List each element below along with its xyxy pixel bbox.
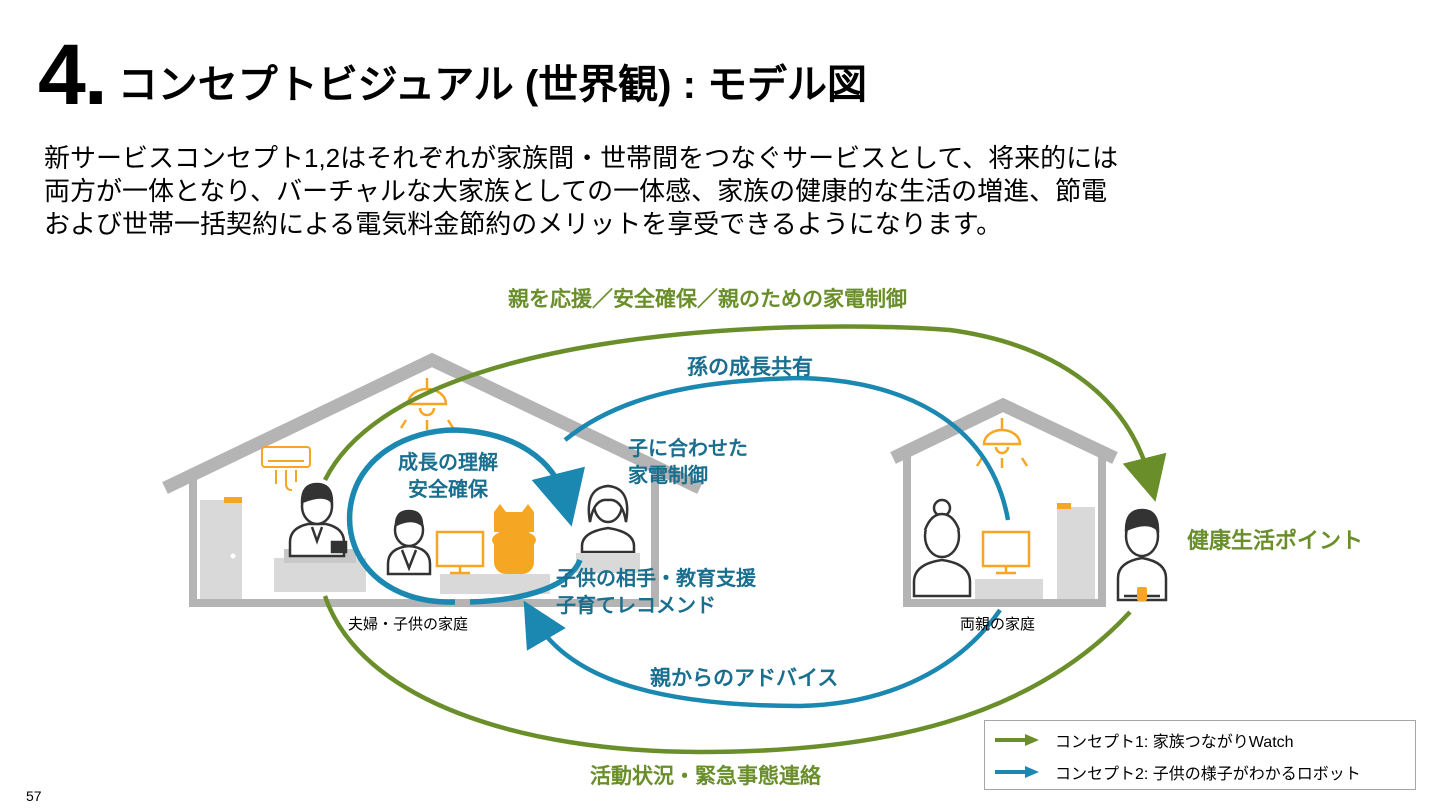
child-support-line: 子供の相手・教育支援 bbox=[556, 568, 756, 590]
child-support-line: 子育てレコメンド bbox=[556, 595, 716, 617]
legend-item-concept1: コンセプト1: 家族つながりWatch bbox=[995, 728, 1294, 752]
ceiling-lamp-icon bbox=[975, 418, 1029, 468]
concept1-arrow-bottom bbox=[322, 595, 1132, 755]
intro-paragraph: 新サービスコンセプト1,2はそれぞれが家族間・世帯間をつなぐサービスとして、将来… bbox=[44, 142, 1118, 241]
appliance-control-line: 家電制御 bbox=[628, 465, 708, 487]
ceiling-lamp-icon bbox=[399, 378, 455, 430]
father-icon bbox=[288, 482, 348, 558]
right-house bbox=[890, 397, 1118, 607]
green-arrow-icon bbox=[995, 734, 1039, 746]
appliance-control-label: 子に合わせた 家電制御 bbox=[628, 436, 748, 490]
smartwatch-icon bbox=[1137, 587, 1147, 601]
inner-loop-label: 成長の理解 安全確保 bbox=[398, 450, 498, 504]
right-house-caption: 両親の家庭 bbox=[960, 616, 1036, 633]
legend-item-concept2: コンセプト2: 子供の様子がわかるロボット bbox=[995, 760, 1361, 784]
appliance-control-line: 子に合わせた bbox=[628, 438, 748, 460]
intro-line: 新サービスコンセプト1,2はそれぞれが家族間・世帯間をつなぐサービスとして、将来… bbox=[44, 143, 1119, 173]
concept1-bottom-label: 活動状況・緊急事態連絡 bbox=[590, 765, 821, 788]
concept1-arrow-top bbox=[322, 324, 1167, 502]
inner-loop-return bbox=[469, 558, 583, 605]
page-number: 57 bbox=[26, 788, 42, 804]
intro-line: 両方が一体となり、バーチャルな大家族としての一体感、家族の健康的な生活の増進、節… bbox=[44, 176, 1108, 206]
legend-concept2-label: コンセプト2: 子供の様子がわかるロボット bbox=[1055, 766, 1361, 783]
monitor-icon bbox=[981, 530, 1031, 575]
concept2-arrow-top bbox=[563, 375, 1011, 521]
grandmother-icon bbox=[912, 498, 972, 598]
title-number: 4. bbox=[38, 27, 108, 123]
child-support-label: 子供の相手・教育支援 子育てレコメンド bbox=[556, 566, 756, 620]
monitor-icon bbox=[435, 530, 485, 575]
mother-icon bbox=[576, 484, 640, 573]
grandfather-icon bbox=[1116, 508, 1168, 602]
left-house bbox=[162, 352, 703, 607]
inner-loop-label-line: 安全確保 bbox=[408, 479, 488, 501]
left-house-caption: 夫婦・子供の家庭 bbox=[348, 616, 469, 633]
child-icon bbox=[386, 509, 432, 576]
air-conditioner-icon bbox=[261, 446, 311, 491]
concept2-bottom-label: 親からのアドバイス bbox=[650, 667, 839, 690]
blue-arrow-icon bbox=[995, 766, 1039, 778]
inner-loop-label-line: 成長の理解 bbox=[398, 452, 498, 474]
concept2-top-label: 孫の成長共有 bbox=[687, 356, 813, 379]
concept2-arrow-bottom bbox=[523, 600, 1002, 709]
legend: コンセプト1: 家族つながりWatch コンセプト2: 子供の様子がわかるロボッ… bbox=[984, 720, 1416, 790]
robot-cat-icon bbox=[492, 504, 536, 574]
title-text: コンセプトビジュアル (世界観) : モデル図 bbox=[117, 63, 868, 107]
intro-line: および世帯一括契約による電気料金節約のメリットを享受できるようになります。 bbox=[44, 209, 1003, 239]
legend-concept1-label: コンセプト1: 家族つながりWatch bbox=[1055, 734, 1294, 751]
concept1-top-label: 親を応援／安全確保／親のための家電制御 bbox=[508, 288, 907, 311]
health-points-label: 健康生活ポイント bbox=[1187, 528, 1364, 553]
inner-loop-arrow bbox=[346, 427, 585, 605]
page-title: 4. コンセプトビジュアル (世界観) : モデル図 bbox=[38, 28, 867, 118]
